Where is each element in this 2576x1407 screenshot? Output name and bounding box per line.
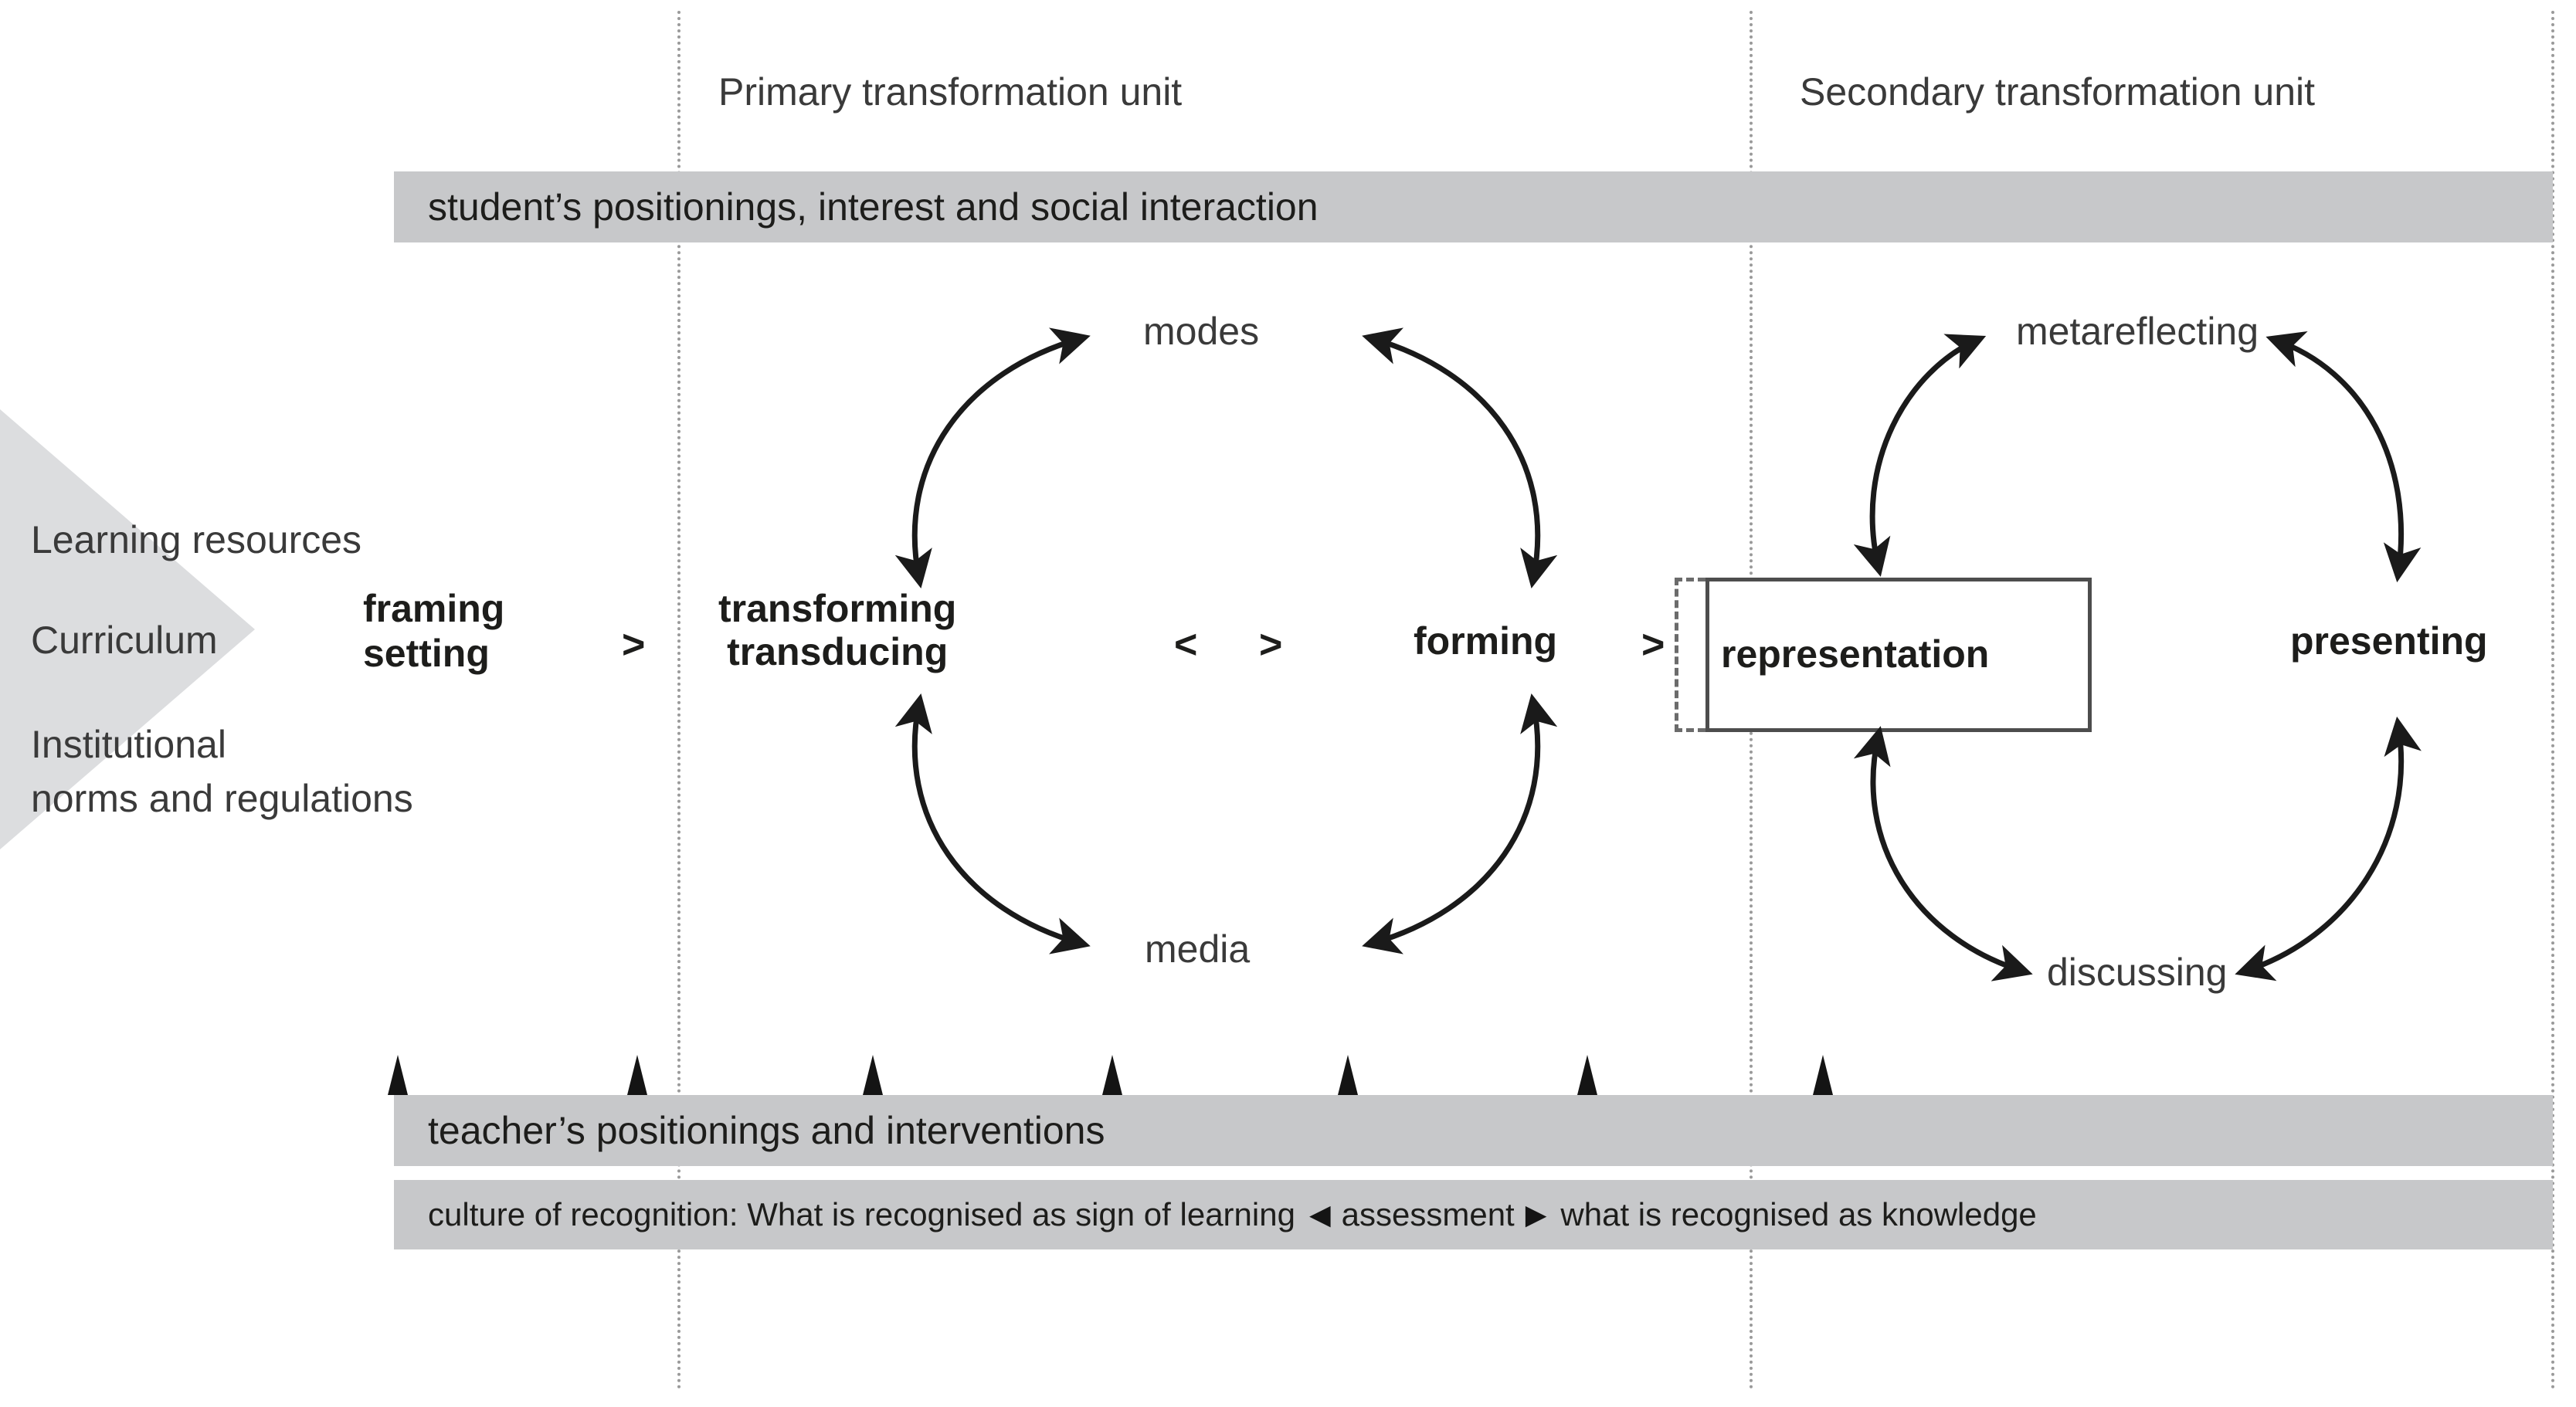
arrow-metareflecting-presenting [2265, 331, 2422, 583]
assessment-left-arrow-icon: ◀ [1308, 1198, 1331, 1230]
representation-box [1705, 578, 2092, 732]
band-student-positionings: student’s positionings, interest and soc… [394, 171, 2553, 242]
representation-label: representation [1721, 632, 1990, 676]
tick-marker [1338, 1055, 1358, 1095]
framing-chevron-icon: > [622, 622, 646, 667]
assessment-right-arrow-icon: ▶ [1525, 1198, 1547, 1230]
framing-setting-label: framing setting [363, 587, 504, 676]
setting-label: setting [363, 631, 490, 675]
tick-marker [627, 1055, 647, 1095]
column-header-secondary: Secondary transformation unit [1800, 70, 2316, 114]
input-line-institutional: Institutional [31, 723, 226, 766]
arrow-discussing-representation [1853, 726, 2033, 982]
arrow-modes-forming [1362, 327, 1558, 589]
divider-right [2551, 11, 2554, 1390]
tick-marker [1102, 1055, 1122, 1095]
tick-marker [863, 1055, 883, 1095]
arrow-representation-metareflecting [1853, 334, 1987, 577]
node-presenting: presenting [2290, 619, 2488, 663]
input-wedge-shape [0, 409, 255, 849]
center-chevron-left-icon: < [1174, 622, 1198, 667]
assessment-label: assessment [1341, 1196, 1515, 1232]
culture-text-part2: what is recognised as knowledge [1560, 1196, 2037, 1232]
tick-marker [1577, 1055, 1597, 1095]
divider-left [677, 11, 680, 1390]
forming-chevron-icon: > [1641, 622, 1665, 667]
arrow-presenting-discussing [2235, 716, 2422, 982]
input-line-curriculum: Curriculum [31, 619, 218, 662]
framing-label: framing [363, 587, 505, 630]
input-line-norms: norms and regulations [31, 777, 413, 820]
node-transforming-line: transforming [718, 587, 957, 630]
culture-text-part1: culture of recognition: What is recognis… [428, 1196, 1295, 1232]
node-forming: forming [1414, 619, 1558, 663]
node-discussing: discussing [2047, 951, 2228, 994]
arrow-forming-media [1362, 693, 1558, 954]
node-metareflecting: metareflecting [2016, 310, 2259, 353]
band-teacher-positionings: teacher’s positionings and interventions [394, 1095, 2553, 1166]
arrow-media-transforming [894, 693, 1091, 954]
node-transducing-line: transducing [727, 630, 949, 673]
center-chevron-right-icon: > [1259, 622, 1283, 667]
node-modes: modes [1143, 310, 1260, 353]
column-header-primary: Primary transformation unit [718, 70, 1183, 114]
arrow-transforming-modes [894, 327, 1091, 589]
tick-marker [388, 1055, 408, 1095]
tick-marker [1813, 1055, 1833, 1095]
node-transforming-transducing: transforming transducing [718, 587, 956, 673]
band-student-label: student’s positionings, interest and soc… [428, 185, 1319, 229]
band-teacher-label: teacher’s positionings and interventions [428, 1109, 1105, 1152]
band-culture-of-recognition: culture of recognition: What is recognis… [394, 1180, 2553, 1249]
input-line-learning-resources: Learning resources [31, 518, 362, 561]
node-media: media [1145, 927, 1251, 971]
